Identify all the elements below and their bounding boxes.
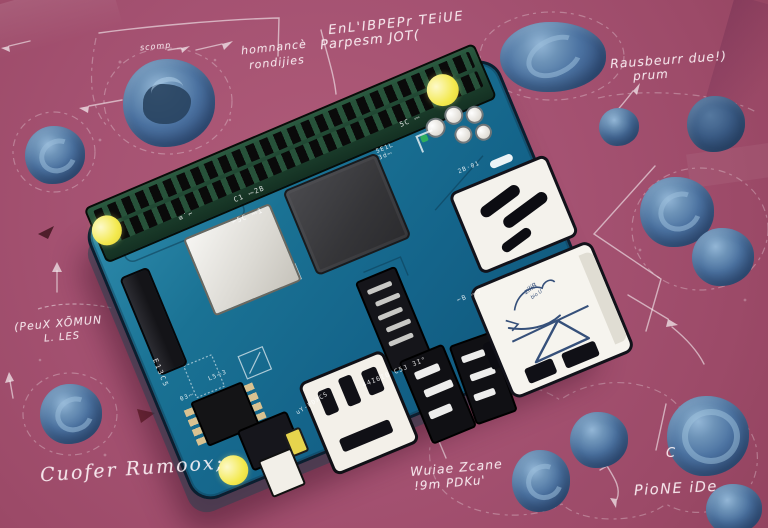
handwritten-note-right: prum xyxy=(632,66,670,84)
blueberry xyxy=(599,108,639,146)
blueberry xyxy=(123,59,215,147)
connector-rung xyxy=(366,280,393,296)
connector-rung xyxy=(377,306,404,321)
blueberry xyxy=(25,126,85,184)
berry-sketch-outlines xyxy=(12,11,768,520)
handwritten-note-bottom-right: C xyxy=(666,446,677,461)
blueberry xyxy=(512,450,570,512)
arrowheads xyxy=(1,41,678,508)
hdmi-opening xyxy=(338,418,394,453)
connector-stripe xyxy=(427,403,454,420)
connector-stripe xyxy=(473,387,497,402)
connector-rung xyxy=(374,292,401,307)
ethernet-ink-sketch xyxy=(505,279,591,364)
speckles xyxy=(38,58,747,472)
connector-stripe xyxy=(460,348,486,364)
maroon-arrows xyxy=(38,226,155,423)
blueberry xyxy=(692,228,754,286)
connector-rung xyxy=(385,318,412,333)
blueberry xyxy=(40,384,102,444)
connector-rung xyxy=(388,332,415,347)
blueberry xyxy=(706,484,762,528)
raspberry-pi-board: ziliB bio U C1 ⎓2B ⌐5C ⎓1 ≡˙⌐ 5C ⎓ E13C5… xyxy=(80,42,636,507)
blueberry xyxy=(500,22,606,92)
connector-stripe xyxy=(423,378,455,398)
blueberry xyxy=(687,96,745,152)
usb-stripe xyxy=(499,225,534,255)
ethernet-port: ziliB bio U xyxy=(468,239,636,401)
blueberry xyxy=(667,396,749,476)
blueberry xyxy=(570,412,628,468)
hdmi-slot xyxy=(337,374,362,408)
